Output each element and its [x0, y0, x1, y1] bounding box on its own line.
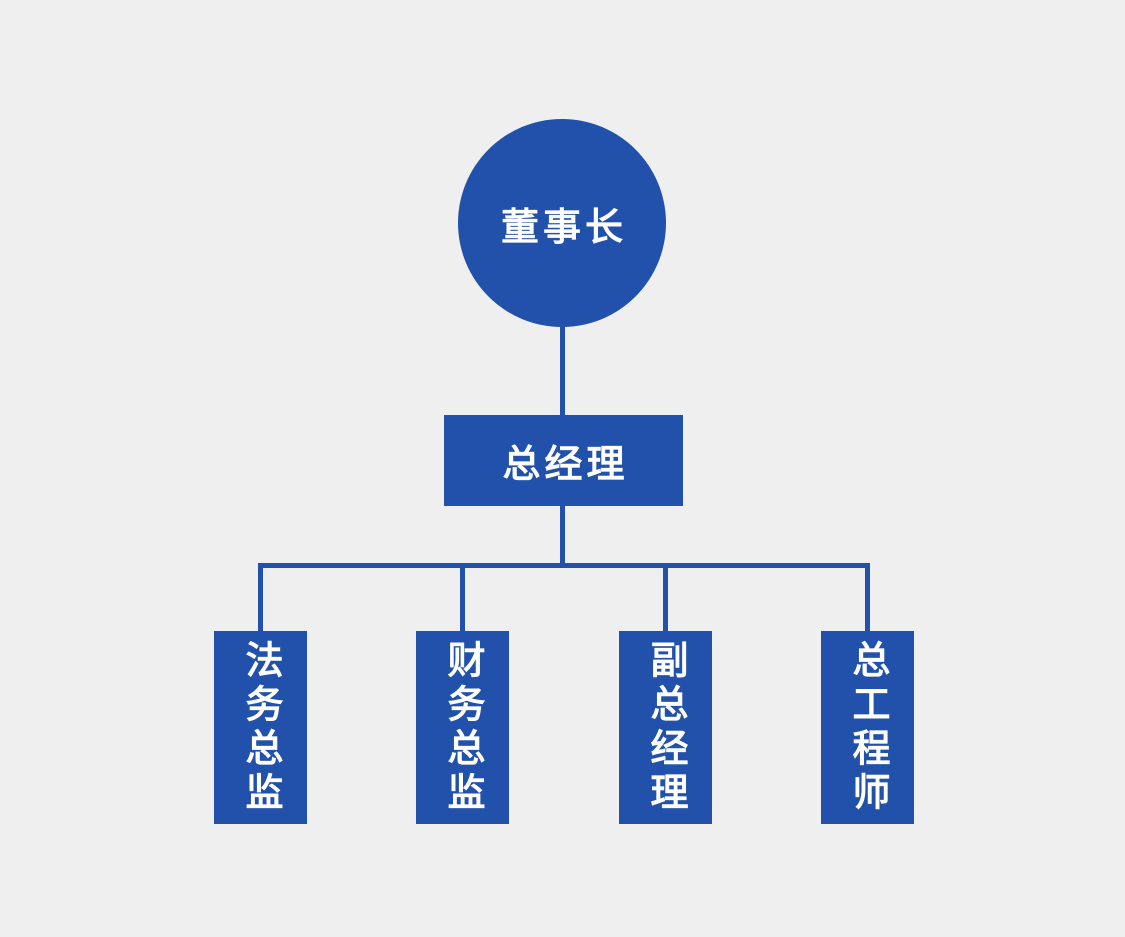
connector-drop-deputy-gm: [663, 563, 668, 631]
node-deputy-general-manager-label: 副总经理: [644, 639, 686, 816]
node-finance-director-label: 财务总监: [441, 639, 483, 816]
node-legal-director: 法务总监: [214, 631, 307, 824]
node-chairman-label: 董事长: [500, 206, 627, 249]
node-legal-director-label: 法务总监: [239, 639, 281, 816]
node-general-manager-label: 总经理: [502, 444, 629, 486]
connector-root-to-gm: [560, 325, 565, 417]
node-deputy-general-manager: 副总经理: [619, 631, 712, 824]
connector-horizontal-bus: [258, 563, 870, 568]
node-general-manager: 总经理: [444, 415, 683, 506]
node-chairman: 董事长: [458, 119, 666, 327]
node-chief-engineer-label: 总工程师: [846, 639, 888, 816]
connector-drop-finance-director: [460, 563, 465, 631]
connector-gm-down: [560, 505, 565, 565]
connector-drop-chief-engineer: [865, 563, 870, 631]
node-finance-director: 财务总监: [416, 631, 509, 824]
connector-drop-legal-director: [258, 563, 263, 631]
node-chief-engineer: 总工程师: [821, 631, 914, 824]
